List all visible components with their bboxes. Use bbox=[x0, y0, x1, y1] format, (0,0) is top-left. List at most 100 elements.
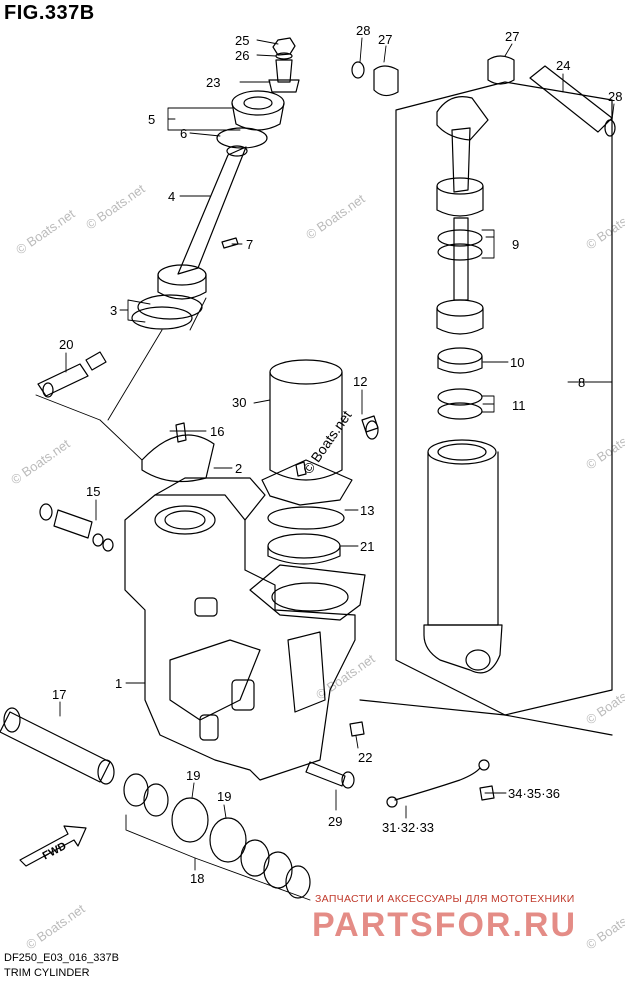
o-ring-9a bbox=[437, 229, 483, 247]
upper-rod bbox=[451, 127, 471, 193]
callout-28b: 28 bbox=[608, 89, 622, 104]
valve-tip bbox=[85, 351, 107, 371]
ring-3b bbox=[131, 306, 193, 330]
outline-tail-2 bbox=[359, 699, 506, 716]
washer-19b bbox=[209, 817, 247, 863]
seal-18e bbox=[285, 865, 311, 899]
clip bbox=[39, 503, 53, 521]
reservoir-top bbox=[269, 359, 343, 385]
cylinder-assembly-outline bbox=[395, 81, 613, 716]
callout-1: 1 bbox=[115, 676, 122, 691]
watermark-4: © Boats.net bbox=[583, 201, 625, 253]
callout-2: 2 bbox=[235, 461, 242, 476]
o-ring-11b bbox=[437, 402, 483, 420]
plug-12 bbox=[361, 415, 379, 433]
rod-top bbox=[226, 145, 248, 157]
callout-16: 16 bbox=[210, 424, 224, 439]
seal-18a bbox=[123, 773, 149, 807]
watermark-center: © Boats.net bbox=[299, 407, 354, 476]
piston-head-top bbox=[436, 299, 484, 317]
bolt-part bbox=[275, 59, 293, 83]
boats-watermarks: © Boats.net © Boats.net © Boats.net © Bo… bbox=[8, 181, 625, 953]
housing-1 bbox=[124, 477, 366, 781]
callout-28a: 28 bbox=[356, 23, 370, 38]
figure-title: FIG.337B bbox=[4, 2, 95, 24]
partsfor-logo: PARTSFOR.RU bbox=[312, 906, 578, 944]
callout-19a: 19 bbox=[186, 768, 200, 783]
callout-8: 8 bbox=[578, 375, 585, 390]
pin-24 bbox=[529, 65, 613, 133]
o-ring-15a bbox=[92, 533, 104, 547]
housing-web bbox=[169, 639, 261, 721]
callout-25: 25 bbox=[235, 33, 249, 48]
o-ring-15b bbox=[102, 538, 114, 552]
rod-eye bbox=[436, 96, 489, 141]
tube-bore bbox=[437, 443, 487, 461]
reservoir-body bbox=[269, 371, 343, 481]
leader-lines bbox=[35, 37, 615, 901]
port-1 bbox=[194, 597, 218, 617]
valve-15 bbox=[39, 503, 114, 552]
o-ring-13 bbox=[267, 506, 345, 530]
shaft-17 bbox=[0, 711, 111, 783]
watermark-3: © Boats.net bbox=[303, 191, 368, 243]
clip-28a bbox=[351, 61, 365, 79]
cap-top bbox=[231, 90, 285, 116]
housing-side bbox=[287, 631, 326, 713]
rod-4 bbox=[177, 146, 247, 275]
o-ring-9b bbox=[437, 243, 483, 261]
cable-terminal-b bbox=[478, 759, 490, 771]
watermark-9: © Boats.net bbox=[23, 901, 88, 953]
callout-19b: 19 bbox=[217, 789, 231, 804]
callout-9: 9 bbox=[512, 237, 519, 252]
reservoir-base bbox=[261, 459, 353, 506]
cylinder-flange bbox=[249, 564, 366, 621]
watermark-2: © Boats.net bbox=[83, 181, 148, 233]
figure-code: DF250_E03_016_337B bbox=[4, 952, 119, 964]
valve-15-body bbox=[53, 509, 93, 539]
manual-valve-17 bbox=[0, 707, 311, 899]
bolt-34 bbox=[479, 785, 495, 801]
ring-21 bbox=[267, 533, 341, 559]
callout-21: 21 bbox=[360, 539, 374, 554]
piston-body bbox=[157, 274, 207, 300]
watermark-8: © Boats.net bbox=[583, 676, 625, 728]
cylinder-internals bbox=[423, 96, 503, 674]
callout-11: 11 bbox=[512, 398, 526, 413]
piston-top bbox=[157, 264, 207, 286]
callout-6: 6 bbox=[180, 126, 187, 141]
piston-head-body bbox=[436, 307, 484, 335]
valve-body bbox=[37, 363, 89, 397]
seal-18d bbox=[263, 851, 293, 889]
shaft-17-tip bbox=[97, 759, 115, 785]
fwd-arrow: FWD bbox=[19, 825, 87, 867]
bushing-27a bbox=[373, 65, 399, 97]
outline-tail bbox=[504, 714, 613, 736]
o-ring-11a bbox=[437, 388, 483, 406]
tube-body bbox=[427, 451, 499, 626]
callout-17: 17 bbox=[52, 687, 66, 702]
callout-12: 12 bbox=[353, 374, 367, 389]
seal-18b bbox=[143, 783, 169, 817]
rod-head-body bbox=[436, 185, 484, 217]
watermark-1: © Boats.net bbox=[13, 206, 78, 258]
bolt-flange bbox=[268, 79, 300, 93]
callout-10: 10 bbox=[510, 355, 524, 370]
bolt-29-head bbox=[341, 771, 355, 789]
callout-15: 15 bbox=[86, 484, 100, 499]
callout-29: 29 bbox=[328, 814, 342, 829]
callout-3: 3 bbox=[110, 303, 117, 318]
clevis-hole bbox=[465, 649, 491, 671]
callout-34-35-36: 34·35·36 bbox=[508, 786, 560, 801]
screw-16 bbox=[175, 422, 187, 443]
cap-body bbox=[231, 102, 285, 131]
o-ring-6 bbox=[216, 127, 268, 149]
callout-27a: 27 bbox=[378, 32, 392, 47]
washer-19a bbox=[171, 797, 209, 843]
ground-cable bbox=[394, 767, 481, 801]
cap-inner bbox=[243, 96, 273, 110]
reservoir-plug bbox=[295, 461, 307, 477]
bolt-22 bbox=[349, 721, 365, 737]
ring-10-top bbox=[437, 347, 483, 365]
